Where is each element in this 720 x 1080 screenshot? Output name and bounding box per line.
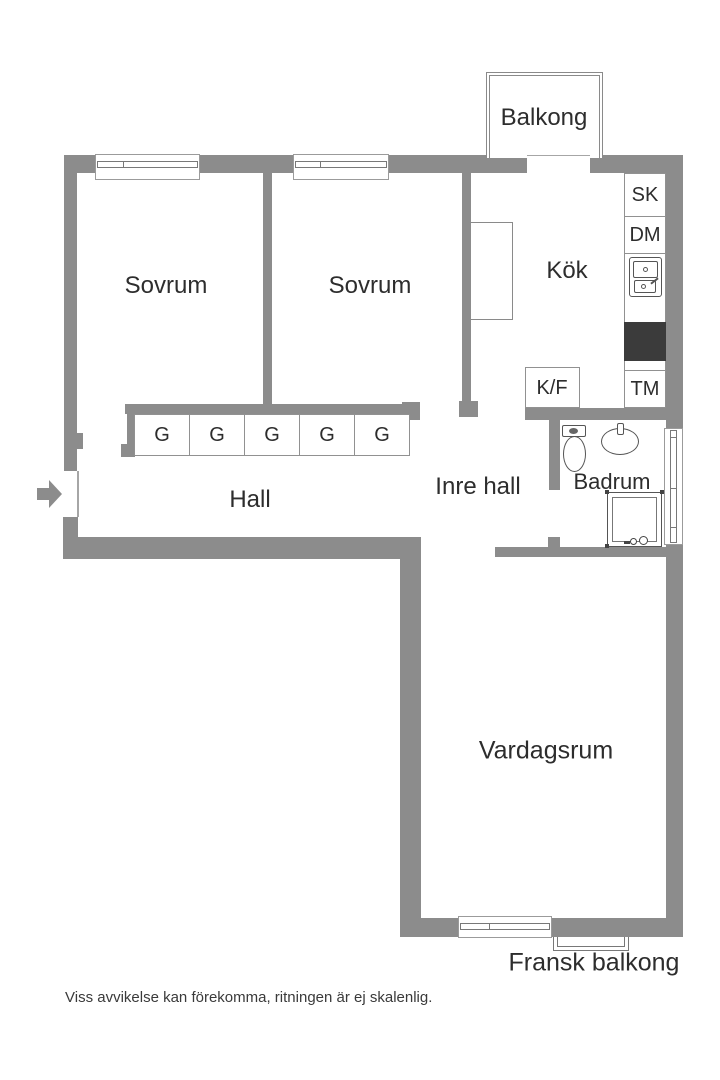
toilet-button	[569, 428, 578, 434]
wall-livingroom-left	[400, 537, 421, 937]
kitchen-cabinet-sk	[624, 173, 666, 217]
wall-bathroom-left-stub	[548, 537, 560, 547]
wardrobe-cell-label: G	[209, 423, 225, 446]
wardrobe-row: G G G G G	[134, 414, 410, 456]
shaft-box	[470, 222, 513, 320]
kitchen-counter-gap	[624, 299, 666, 323]
balcony-door-threshold	[527, 155, 590, 156]
room-label-inner-hall: Inre hall	[435, 473, 521, 500]
shower-inner-tray	[612, 497, 657, 542]
washbasin-tap	[617, 423, 624, 435]
kitchen-fridge-kf	[525, 367, 580, 408]
room-label-kitchen: Kök	[546, 257, 588, 284]
kitchen-dishwasher-dm	[624, 216, 666, 254]
sink-drain-lower	[641, 284, 646, 289]
window-livingroom-glazing	[460, 923, 550, 930]
wall-bathroom-left	[549, 420, 560, 490]
wall-bedroom2-right-cap	[459, 401, 478, 417]
shower-faucet-handle	[624, 541, 630, 544]
window-bedroom1-mullion	[123, 161, 124, 168]
appliance-label-tm: TM	[630, 378, 660, 400]
entrance-threshold	[77, 471, 79, 517]
window-bedroom2-glazing	[295, 161, 387, 168]
appliance-label-sk: SK	[631, 184, 659, 206]
wall-left-exterior	[64, 173, 77, 471]
window-bedroom2-mullion	[320, 161, 321, 168]
shower-icon	[607, 492, 662, 547]
shower-corner-dot-bl	[605, 544, 609, 548]
window-livingroom-mullion	[489, 923, 490, 930]
room-label-bedroom-1: Sovrum	[124, 272, 208, 299]
wall-bedroom2-right	[462, 173, 471, 401]
window-bathroom-glazing	[670, 430, 677, 543]
entry-arrow-icon	[37, 488, 49, 500]
wall-hall-bottom	[63, 537, 421, 559]
room-label-hall: Hall	[229, 486, 271, 513]
wall-wardrobe-left-stub	[127, 414, 135, 444]
shower-corner-dot-tl	[605, 490, 609, 494]
wardrobe-cell-label: G	[374, 423, 390, 446]
balcony-outline	[486, 72, 603, 158]
sink-basin-upper	[633, 261, 658, 278]
balcony-railing	[489, 75, 600, 158]
wall-wardrobe-left-foot	[121, 444, 135, 457]
window-bathroom-mullion-3	[670, 527, 677, 528]
french-balcony-railing	[557, 937, 625, 947]
wardrobe-cell: G	[190, 415, 245, 455]
wardrobe-cell-label: G	[154, 423, 170, 446]
window-bathroom-mullion-2	[670, 488, 677, 489]
wall-left-notch	[77, 433, 83, 449]
room-label-balcony: Balkong	[500, 104, 588, 131]
appliance-label-dm: DM	[629, 224, 661, 246]
wardrobe-cell: G	[245, 415, 300, 455]
wall-bathroom-bottom	[495, 547, 683, 557]
shower-drain-1	[630, 538, 637, 545]
room-label-bedroom-2: Sovrum	[328, 272, 412, 299]
wardrobe-cell: G	[135, 415, 190, 455]
wall-wardrobe-top	[125, 404, 420, 414]
kitchen-washer-tm	[624, 370, 666, 408]
kitchen-counter-gap-2	[624, 361, 666, 370]
appliance-label-kf: K/F	[536, 377, 568, 399]
sink-basin-lower	[634, 280, 656, 293]
sink-drain-upper	[643, 267, 648, 272]
disclaimer-text: Viss avvikelse kan förekomma, ritningen …	[65, 989, 433, 1006]
wardrobe-cell: G	[300, 415, 355, 455]
room-label-french-balcony: Fransk balkong	[508, 948, 680, 977]
window-bathroom-mullion-1	[670, 437, 677, 438]
toilet-icon	[563, 436, 586, 472]
room-label-livingroom: Vardagsrum	[478, 736, 614, 765]
entry-arrow-head-icon	[49, 480, 62, 508]
wall-bedroom-divider	[263, 173, 272, 406]
wall-kitchen-bottom	[525, 408, 683, 420]
wardrobe-cell-label: G	[264, 423, 280, 446]
wardrobe-cell-label: G	[319, 423, 335, 446]
french-balcony-outline	[553, 937, 629, 951]
sink-icon	[629, 257, 662, 297]
shower-drain-2	[639, 536, 648, 545]
stove-icon	[624, 322, 666, 361]
room-label-bathroom: Badrum	[573, 469, 651, 494]
window-bedroom1-glazing	[97, 161, 198, 168]
balcony-door-opening	[527, 153, 590, 175]
wall-right-exterior	[666, 155, 683, 937]
shower-corner-dot-tr	[660, 490, 664, 494]
wardrobe-cell: G	[355, 415, 409, 455]
wall-left-lower	[63, 517, 78, 537]
